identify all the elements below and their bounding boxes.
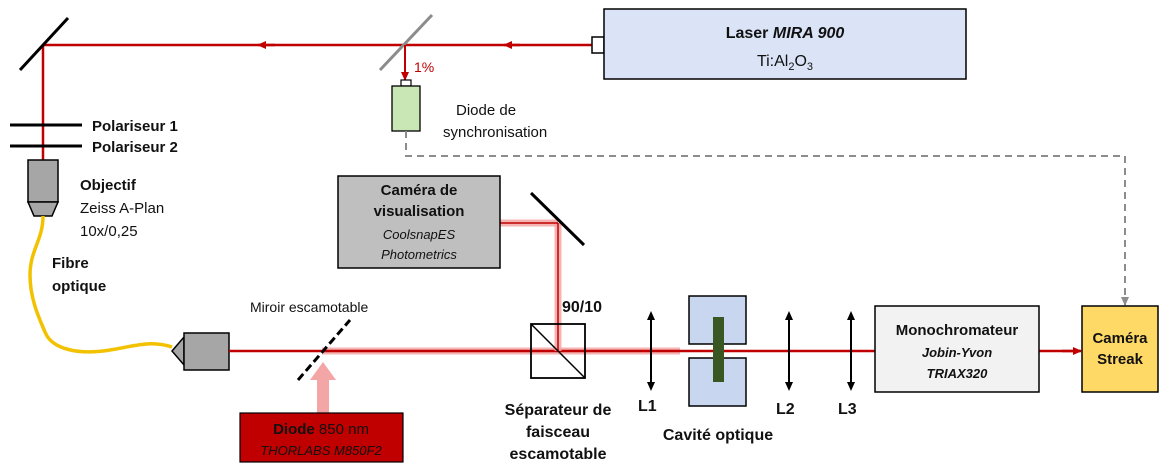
svg-text:Ti:Al2O3: Ti:Al2O3 [757, 53, 813, 73]
polarizer-2-label: Polariseur 2 [92, 139, 178, 156]
sync-diode [391, 79, 421, 132]
diode-model: THORLABS M850F2 [260, 443, 382, 458]
mono-title: Monochromateur [896, 322, 1019, 339]
camera-vis-line-4: Photometrics [381, 247, 457, 262]
sync-dashed-line [405, 131, 1129, 306]
diode-wavelength: 850 nm [315, 421, 369, 438]
cavity-label: Cavité optique [663, 427, 773, 444]
camera-mirror [529, 191, 586, 247]
polarizer-1-label: Polariseur 1 [92, 118, 178, 135]
diode-name: Diode [273, 421, 315, 438]
svg-text:Laser MIRA 900: Laser MIRA 900 [726, 25, 845, 42]
splitter-label-2: faisceau [526, 424, 590, 441]
objective-title: Objectif [80, 177, 137, 194]
streak-line-2: Streak [1097, 351, 1144, 368]
camera-vis-line-1: Caméra de [381, 182, 458, 199]
fiber-label-1: Fibre [52, 255, 89, 272]
laser-model: MIRA 900 [773, 25, 845, 42]
lens-l2-label: L2 [776, 401, 795, 418]
objective [26, 159, 60, 217]
sync-diode-label-2: synchronisation [443, 124, 547, 141]
tap-mirror [378, 13, 434, 72]
camera-vis-line-2: visualisation [374, 203, 465, 220]
sync-diode-label-1: Diode de [456, 102, 516, 119]
streak-line-1: Caméra [1092, 330, 1148, 347]
flip-mirror-label: Miroir escamotable [250, 299, 368, 315]
monochromator: Monochromateur Jobin-Yvon TRIAX320 [874, 305, 1040, 393]
laser-name: Laser [726, 25, 769, 42]
flip-mirror [296, 319, 352, 381]
lens-l3-label: L3 [838, 401, 857, 418]
split-ratio: 90/10 [562, 299, 602, 316]
streak-camera: Caméra Streak [1081, 305, 1159, 393]
diode-box: Diode 850 nm THORLABS M850F2 [239, 412, 404, 463]
splitter-label-1: Séparateur de [505, 402, 612, 419]
laser-box: Laser MIRA 900 Ti:Al2O3 [591, 8, 967, 80]
top-left-mirror [18, 16, 70, 72]
objective-line-1: Zeiss A-Plan [80, 200, 164, 217]
optical-cavity [688, 295, 747, 407]
fiber-label-2: optique [52, 278, 106, 295]
visualisation-camera: Caméra de visualisation CoolsnapES Photo… [337, 175, 501, 269]
objective-line-2: 10x/0,25 [80, 223, 138, 240]
mono-line-2: TRIAX320 [927, 366, 988, 381]
laser-material: Ti:Al [757, 53, 788, 70]
tap-label: 1% [414, 59, 434, 75]
optical-fiber [28, 215, 173, 354]
splitter-label-3: escamotable [510, 446, 607, 463]
beam-splitter [530, 323, 586, 379]
fiber-collimator [171, 332, 230, 371]
camera-vis-line-3: CoolsnapES [383, 227, 456, 242]
mono-line-1: Jobin-Yvon [922, 345, 992, 360]
top-beam [41, 41, 592, 160]
svg-text:Diode 850 nm: Diode 850 nm [273, 421, 369, 438]
lens-l1-label: L1 [638, 398, 657, 415]
diode-beam [310, 362, 336, 413]
